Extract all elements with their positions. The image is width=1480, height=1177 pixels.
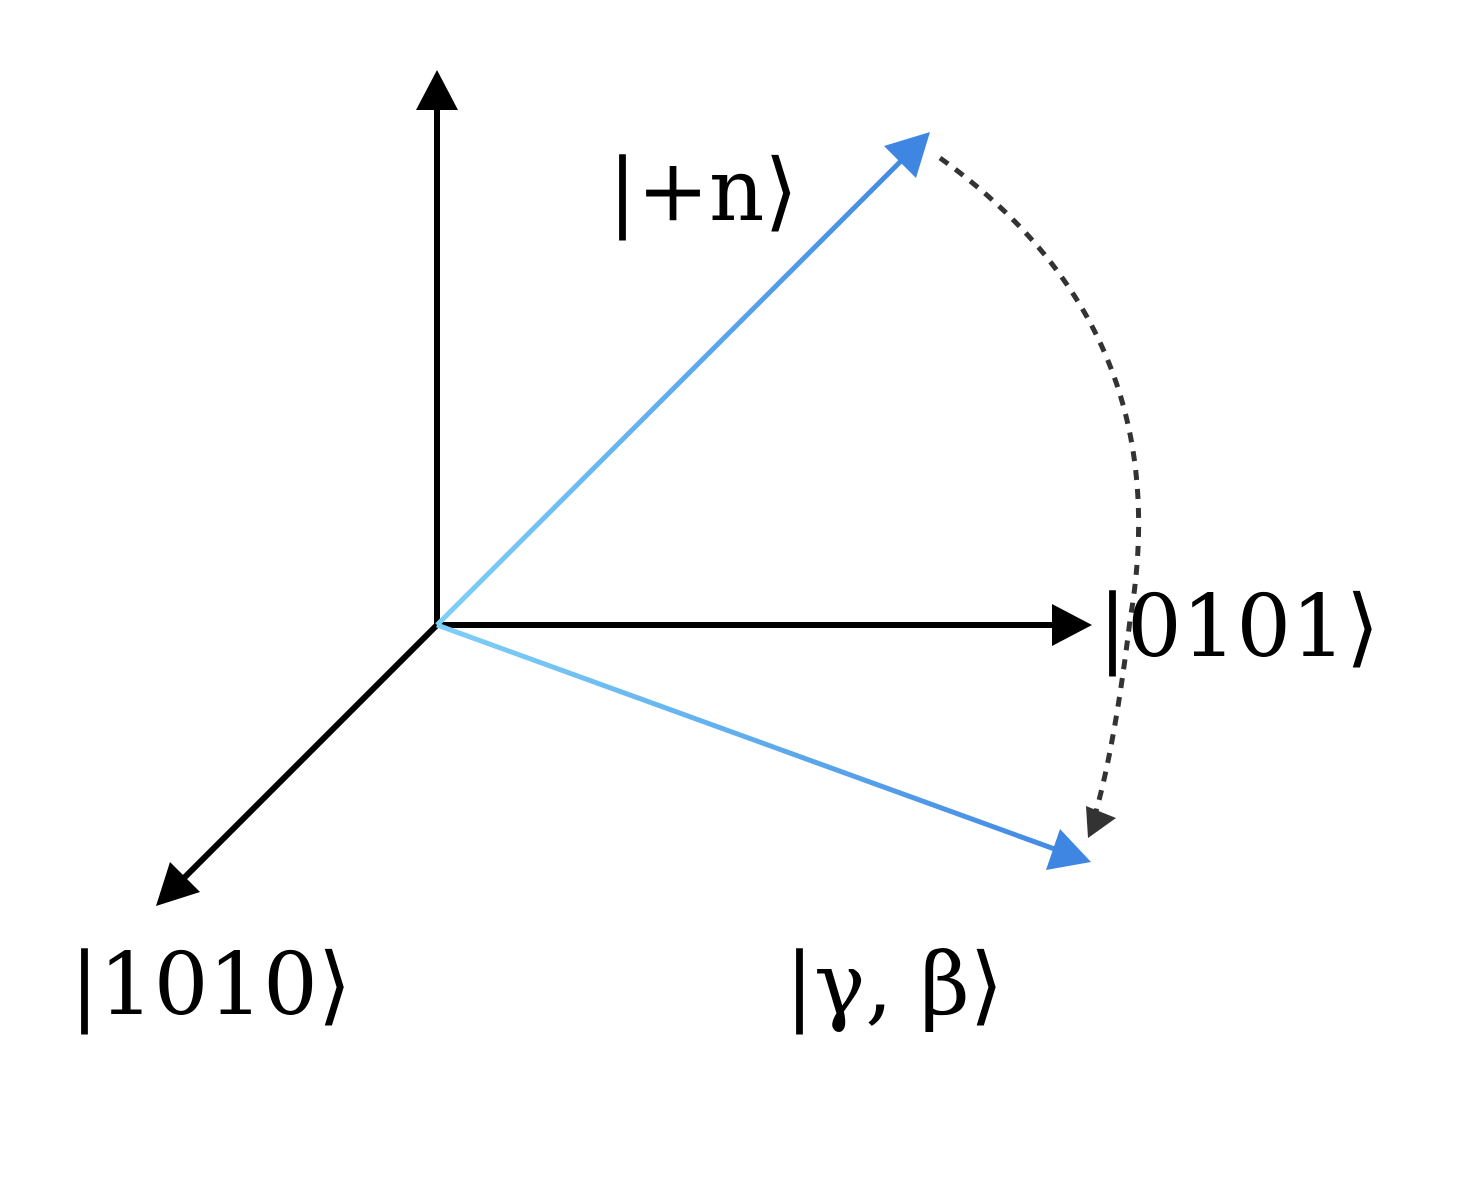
vector-gamma-beta (436, 622, 1091, 870)
label-0101: |0101⟩ (1098, 577, 1379, 677)
label-1010: |1010⟩ (70, 935, 351, 1035)
label-plus-n: |+n⟩ (608, 141, 798, 241)
vector-plus-n (435, 132, 930, 627)
horizontal-axis (437, 604, 1092, 646)
vertical-axis (416, 70, 458, 625)
label-gamma-beta: |γ, β⟩ (785, 935, 1003, 1035)
diagonal-axis (156, 622, 440, 906)
rotation-arc (938, 155, 1142, 838)
